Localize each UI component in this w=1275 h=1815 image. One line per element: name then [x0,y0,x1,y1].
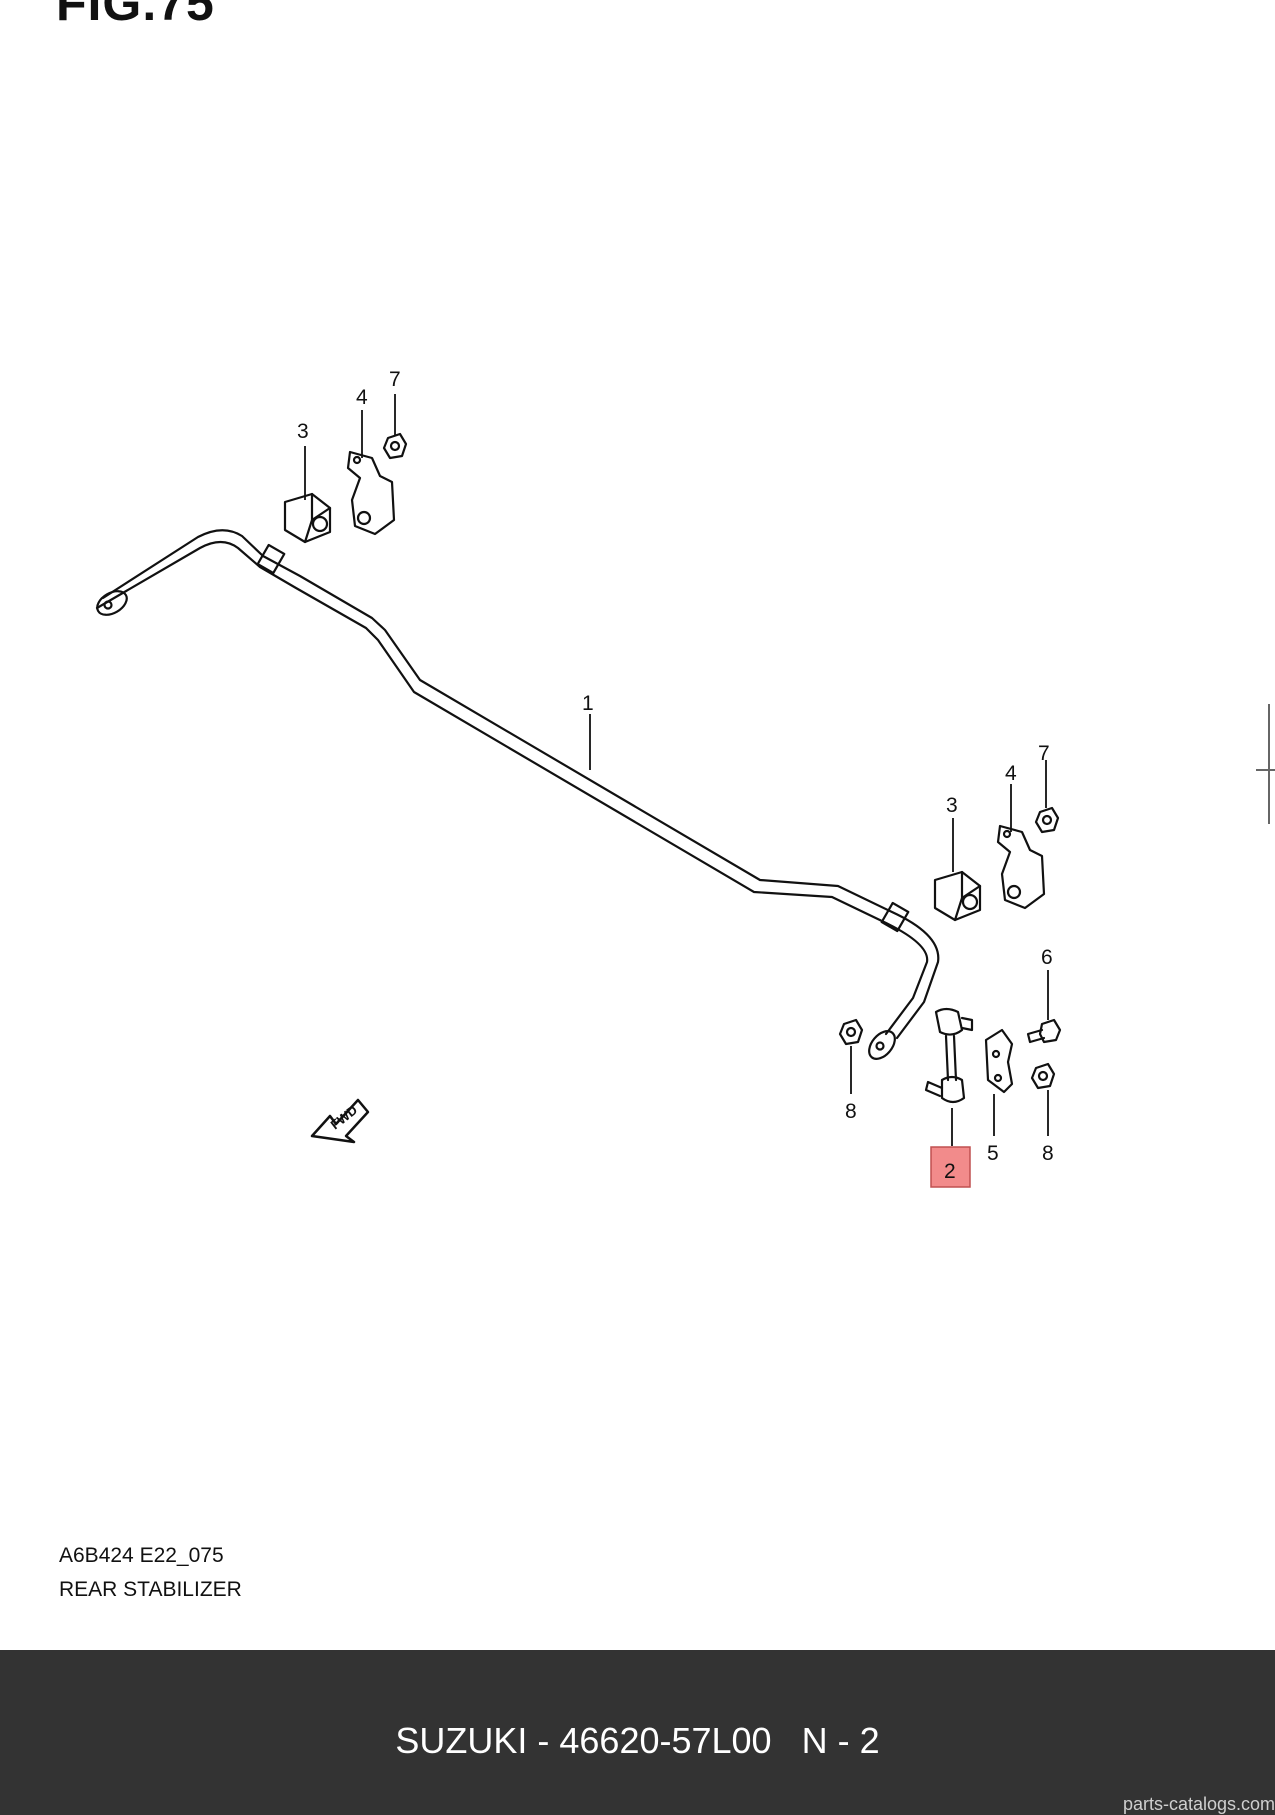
leader-lines [304,394,1049,1146]
page-edge-mark [1268,704,1270,824]
callout-1[interactable]: 1 [582,692,594,715]
callout-3-left[interactable]: 3 [297,420,309,443]
stabilizer-bar[interactable] [93,529,940,1063]
callout-4-left[interactable]: 4 [356,386,368,409]
figure-heading: FIG.75 [56,0,215,31]
bolt-6[interactable] [1026,1018,1062,1044]
callout-8-left[interactable]: 8 [845,1100,857,1123]
callout-7-left[interactable]: 7 [389,368,401,391]
callout-5[interactable]: 5 [987,1142,999,1165]
bushing-right[interactable] [933,870,982,922]
watermark: parts-catalogs.com [1122,1794,1275,1814]
highlight-callout-2[interactable] [930,1146,971,1188]
footer-bar: SUZUKI - 46620-57L00 N - 2 parts-catalog… [0,1650,1275,1815]
nut-8-right[interactable] [1030,1062,1056,1090]
callout-4-right[interactable]: 4 [1005,762,1017,785]
page-edge-tick [1256,769,1275,771]
nut-8-left[interactable] [838,1018,864,1046]
bracket-right[interactable] [996,824,1046,910]
fwd-arrow: FWD [310,1098,370,1144]
parts-diagram: FWD 1 2 3 3 4 4 5 6 7 7 8 8 [93,368,1062,1188]
callout-8-right[interactable]: 8 [1042,1142,1054,1165]
callout-2[interactable]: 2 [944,1160,956,1183]
bushing-left[interactable] [283,492,332,544]
nut-7-right[interactable] [1034,806,1060,834]
callout-6[interactable]: 6 [1041,946,1053,969]
callout-7-right[interactable]: 7 [1038,742,1050,765]
diagram-title: REAR STABILIZER [59,1578,242,1601]
diagram-code: A6B424 E22_075 [59,1544,224,1567]
stabilizer-link-2[interactable] [924,1007,974,1104]
footer-part-title: SUZUKI - 46620-57L00 N - 2 [395,1720,880,1761]
bracket-plate-5[interactable] [984,1028,1014,1094]
nut-7-left[interactable] [382,432,408,460]
bracket-left[interactable] [346,450,396,536]
callout-3-right[interactable]: 3 [946,794,958,817]
